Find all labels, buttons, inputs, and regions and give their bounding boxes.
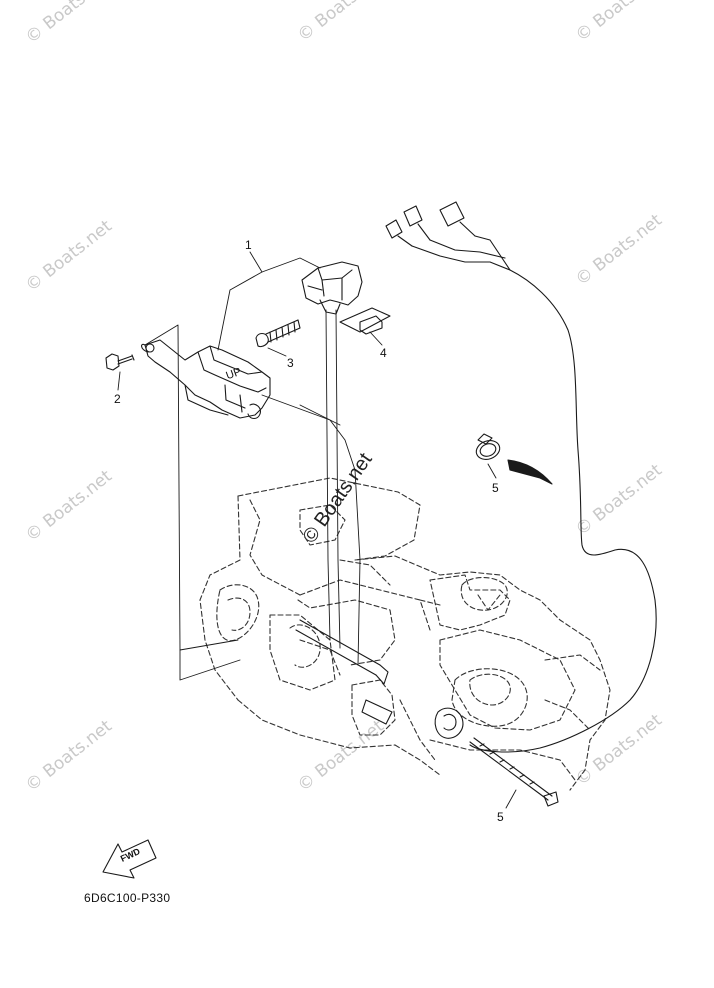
bolt-part-2: [105, 353, 135, 371]
callout-5-clamp: 5: [492, 481, 499, 495]
cable-tie-part-5: [469, 737, 559, 807]
bracket-body-outline: [199, 477, 611, 791]
callout-5-tie: 5: [497, 810, 504, 824]
direction-arrow: [507, 459, 553, 485]
fwd-arrow-icon: [102, 839, 157, 879]
sensor-holder: [301, 261, 363, 315]
callout-4: 4: [380, 346, 387, 360]
wire-harness: [385, 201, 657, 753]
callout-1: 1: [245, 238, 252, 252]
trim-sensor-assembly: [141, 339, 271, 420]
callout-3: 3: [287, 356, 294, 370]
hose-clamp-part-5: [475, 433, 501, 460]
screw-part-3: [255, 319, 301, 348]
callout-2: 2: [114, 392, 121, 406]
reference-lines: [144, 309, 361, 681]
steering-shaft: [295, 619, 464, 739]
diagram-part-code: 6D6C100-P330: [84, 891, 171, 905]
holder-part-4: [339, 307, 391, 335]
callout-leaders: [117, 251, 517, 809]
